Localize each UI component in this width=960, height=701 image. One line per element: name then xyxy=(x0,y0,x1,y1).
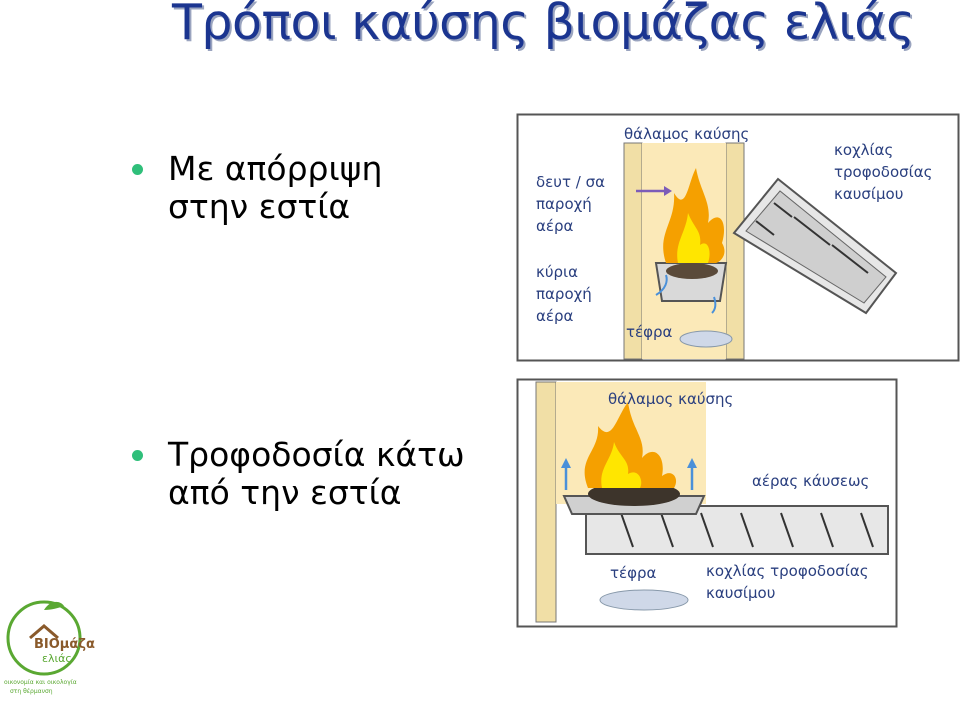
bullet-dot xyxy=(132,450,143,461)
combustion-air-label: αέρας κάυσεως xyxy=(752,472,869,490)
flame-2 xyxy=(584,402,677,488)
screw-label-1b: τροφοδοσίας xyxy=(834,163,932,181)
bullet-2-line-1: Τροφοδοσία κάτω xyxy=(168,435,465,474)
chamber-label-1: θάλαμος καύσης xyxy=(624,125,749,143)
primary-air-label-2: παροχή xyxy=(536,285,592,303)
logo-text-sub: ελιάς xyxy=(42,652,72,665)
chamber-label-2: θάλαμος καύσης xyxy=(608,390,733,408)
bullet-text-1: Με απόρριψη στην εστία xyxy=(168,150,382,226)
overfeed-burner-diagram: θάλαμος καύσης δευτ / σα παροχή αέρα κύρ… xyxy=(516,113,960,362)
logo-tagline-2: στη θέρμανση xyxy=(10,688,53,695)
primary-air-arrow-left xyxy=(655,274,668,296)
ash-pile-2 xyxy=(599,589,689,611)
bullet-dot xyxy=(132,164,143,175)
ash-pile-1 xyxy=(679,330,733,348)
screw-feeder-1 xyxy=(732,177,898,315)
bullet-text-2: Τροφοδοσία κάτω από την εστία xyxy=(168,436,465,512)
biomaza-logo: ΒΙΟμάζα ελιάς οικονομία και οικολογία στ… xyxy=(0,590,100,697)
bullet-1-line-1: Με απόρριψη xyxy=(168,149,383,188)
screw-label-1c: καυσίμου xyxy=(834,185,903,203)
secondary-air-label-1: δευτ / σα xyxy=(536,173,605,191)
ash-label-2: τέφρα xyxy=(610,564,657,582)
screw-label-2a: κοχλίας τροφοδοσίας xyxy=(706,562,869,580)
logo-text-main: ΒΙΟμάζα xyxy=(34,637,95,652)
flame-1 xyxy=(663,168,725,263)
primary-air-arrow-right xyxy=(711,296,717,314)
underfeed-burner-diagram: θάλαμος καύσης αέρας κάυσεως τέφρα κοχλί… xyxy=(516,378,898,628)
secondary-air-label-2: παροχή xyxy=(536,195,592,213)
burner-pot-1 xyxy=(654,262,728,302)
ash-label-1: τέφρα xyxy=(626,323,673,341)
primary-air-label-1: κύρια xyxy=(536,263,578,281)
bullet-1-line-2: στην εστία xyxy=(168,187,351,226)
bullet-2-line-2: από την εστία xyxy=(168,473,402,512)
logo-tagline-1: οικονομία και οικολογία xyxy=(4,679,77,686)
primary-air-label-3: αέρα xyxy=(536,307,574,325)
screw-label-1a: κοχλίας xyxy=(834,141,893,159)
screw-label-2b: καυσίμου xyxy=(706,584,775,602)
slide-title: Τρόποι καύσης βιομάζας ελιάς xyxy=(172,0,915,51)
secondary-air-label-3: αέρα xyxy=(536,217,574,235)
